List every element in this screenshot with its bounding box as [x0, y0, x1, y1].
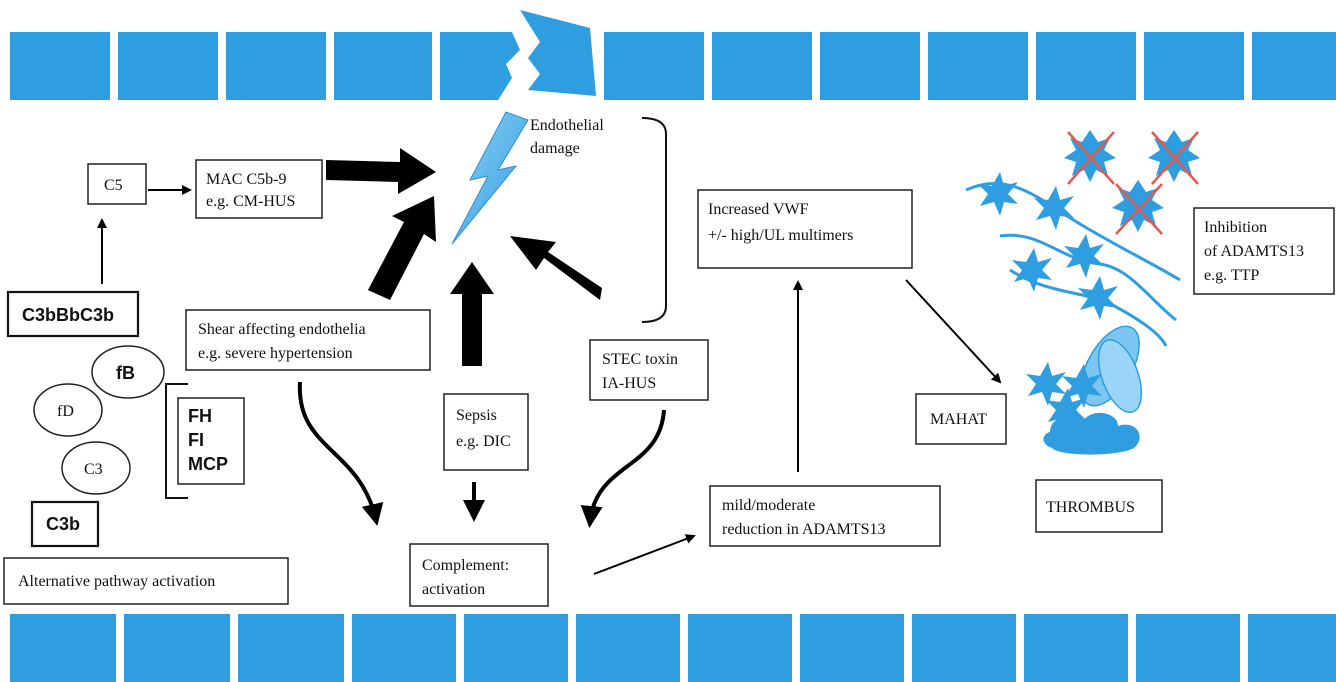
regulator-bracket — [165, 383, 188, 499]
endothelial-damage-label-2: damage — [530, 140, 580, 157]
mac-box — [195, 159, 323, 219]
thrombus-label: THROMBUS — [1046, 499, 1135, 516]
arrow-shear-to-damage — [368, 196, 436, 300]
c3b-label: C3b — [46, 514, 80, 534]
c3bbbc3b-label: C3bBbC3b — [22, 305, 114, 325]
c3bbbc3b-box — [6, 290, 140, 338]
inhibition-label-2: of ADAMTS13 — [1204, 243, 1304, 260]
shear-box — [185, 309, 431, 371]
endothelium-top — [10, 10, 1336, 100]
arrow-stec-to-complement — [580, 409, 666, 528]
stec-label-2: IA-HUS — [602, 375, 656, 392]
thrombus-box — [1035, 479, 1163, 533]
mahat-box — [915, 393, 1007, 445]
inhibition-label-3: e.g. TTP — [1204, 267, 1259, 284]
sepsis-box — [443, 393, 529, 471]
shear-label-1: Shear affecting endothelia — [198, 321, 366, 338]
c3-oval — [61, 441, 131, 495]
reduction-box — [709, 485, 941, 547]
lightning-bolt-icon — [451, 111, 529, 245]
alternative-pathway-label: Alternative pathway activation — [18, 573, 215, 590]
c5-box — [87, 163, 147, 205]
reduction-label-2: reduction in ADAMTS13 — [722, 521, 886, 538]
c3b-box — [30, 500, 100, 548]
mac-label-2: e.g. CM-HUS — [206, 193, 295, 210]
regulator-mcp: MCP — [188, 454, 228, 474]
vwf-label-2: +/- high/UL multimers — [708, 227, 853, 244]
c5-label: C5 — [104, 177, 123, 194]
complement-label-2: activation — [422, 581, 485, 598]
adamts13-crossed-icon — [1064, 130, 1200, 235]
vwf-label-1: Increased VWF — [708, 201, 809, 218]
sepsis-label-1: Sepsis — [456, 407, 497, 424]
inhibition-box — [1193, 207, 1335, 295]
regulator-fi: FI — [188, 430, 204, 450]
endothelial-damage-label-1: Endothelial — [530, 117, 604, 134]
arrow-stec-to-damage — [510, 236, 602, 300]
mahat-label: MAHAT — [930, 411, 987, 428]
reduction-label-1: mild/moderate — [722, 497, 815, 514]
arrow-shear-to-complement — [297, 381, 384, 526]
arrow-vwf-to-thrombus — [905, 279, 1002, 384]
alternative-pathway-box — [3, 557, 289, 605]
endothelium-bottom — [10, 614, 1336, 682]
sepsis-label-2: e.g. DIC — [456, 433, 511, 450]
fd-oval — [33, 383, 103, 437]
complement-box — [409, 543, 549, 607]
thrombus-clot-icon — [1026, 325, 1143, 455]
fb-oval — [91, 345, 165, 399]
shear-label-2: e.g. severe hypertension — [198, 345, 353, 362]
big-arrows — [326, 148, 602, 366]
arrow-sepsis-to-damage — [450, 262, 494, 366]
complement-label-1: Complement: — [422, 557, 509, 574]
stec-box — [589, 339, 709, 401]
mac-label-1: MAC C5b-9 — [206, 171, 286, 188]
arrow-mac-to-damage — [326, 148, 436, 194]
regulators-box — [177, 397, 245, 485]
arrow-complement-to-reduction — [593, 534, 696, 575]
vwf-multimer-icon — [965, 172, 1181, 347]
damage-bracket — [641, 117, 667, 323]
stec-label-1: STEC toxin — [602, 351, 678, 368]
c3-label: C3 — [84, 461, 103, 478]
fd-label: fD — [57, 403, 74, 420]
inhibition-label-1: Inhibition — [1204, 219, 1267, 236]
vwf-box — [697, 189, 913, 269]
fb-label: fB — [116, 363, 135, 383]
regulator-fh: FH — [188, 406, 212, 426]
